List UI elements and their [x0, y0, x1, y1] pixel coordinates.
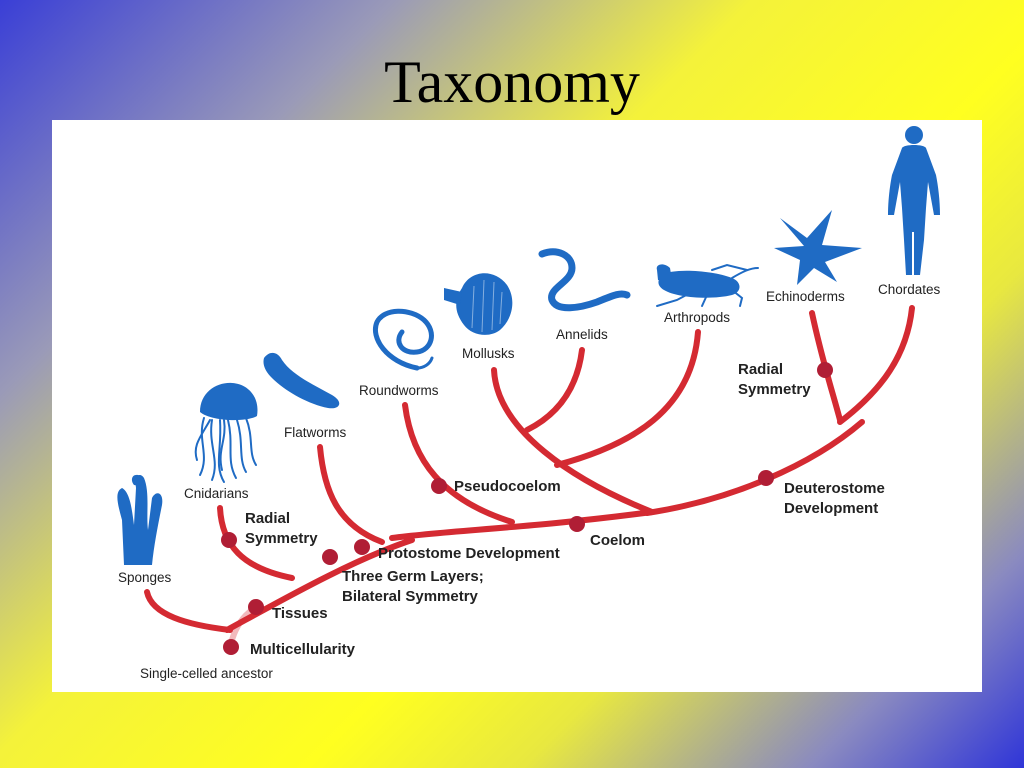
label-radial-symmetry-1-line2: Symmetry [245, 530, 318, 547]
label-roundworms: Roundworms [359, 383, 439, 398]
branch-protostome-trunk [389, 509, 655, 541]
earthworm-icon [538, 248, 631, 312]
label-sponges: Sponges [118, 570, 172, 585]
shell-icon [444, 273, 513, 335]
label-radial-symmetry-2-line1: Radial [738, 361, 783, 378]
label-cnidarians: Cnidarians [184, 486, 249, 501]
branch-arthropods [554, 329, 701, 468]
node-multicellularity [223, 639, 239, 655]
flatworm-icon [263, 352, 340, 409]
label-pseudocoelom: Pseudocoelom [454, 478, 561, 495]
group-labels: Sponges Cnidarians Flatworms Roundworms … [118, 282, 941, 585]
label-radial-symmetry-2-line2: Symmetry [738, 381, 811, 398]
label-three-germ-layers-line1: Three Germ Layers; [342, 568, 484, 585]
branch-sponges [144, 589, 233, 633]
grasshopper-icon [656, 263, 759, 307]
branch-annelids [524, 347, 585, 433]
label-flatworms: Flatworms [284, 425, 347, 440]
label-coelom: Coelom [590, 532, 645, 549]
label-echinoderms: Echinoderms [766, 289, 845, 304]
branch-roundworms [402, 402, 515, 525]
node-deuterostome [758, 470, 774, 486]
branch-chordates [837, 305, 915, 425]
node-radial-symmetry-1 [221, 532, 237, 548]
label-radial-symmetry-1-line1: Radial [245, 510, 290, 527]
starfish-icon [774, 210, 862, 285]
node-pseudocoelom [431, 478, 447, 494]
label-tissues: Tissues [272, 605, 328, 622]
sponge-icon [117, 474, 163, 565]
roundworm-icon [373, 308, 434, 371]
node-protostome [354, 539, 370, 555]
node-three-germ-layers [322, 549, 338, 565]
human-icon [888, 126, 940, 275]
trait-nodes [221, 362, 833, 655]
node-coelom [569, 516, 585, 532]
trait-labels: Multicellularity Tissues Radial Symmetry… [245, 361, 885, 658]
node-radial-symmetry-2 [817, 362, 833, 378]
tree-branches [144, 305, 915, 650]
label-deuterostome-line2: Development [784, 500, 878, 517]
label-deuterostome-line1: Deuterostome [784, 480, 885, 497]
slide-title: Taxonomy [384, 49, 640, 115]
label-chordates: Chordates [878, 282, 941, 297]
branch-cnidarians [217, 505, 295, 581]
label-arthropods: Arthropods [664, 310, 730, 325]
label-annelids: Annelids [556, 327, 608, 342]
label-three-germ-layers-line2: Bilateral Symmetry [342, 588, 479, 605]
label-protostome: Protostome Development [378, 545, 560, 562]
branch-trunk-lower [224, 537, 415, 633]
node-tissues [248, 599, 264, 615]
label-single-celled-ancestor: Single-celled ancestor [140, 666, 273, 681]
jellyfish-icon [194, 382, 258, 483]
branch-flatworms [317, 444, 385, 545]
label-multicellularity: Multicellularity [250, 641, 356, 658]
branch-mollusks [491, 367, 655, 515]
label-mollusks: Mollusks [462, 346, 515, 361]
phylogenetic-tree-diagram: Sponges Cnidarians Flatworms Roundworms … [52, 120, 982, 692]
